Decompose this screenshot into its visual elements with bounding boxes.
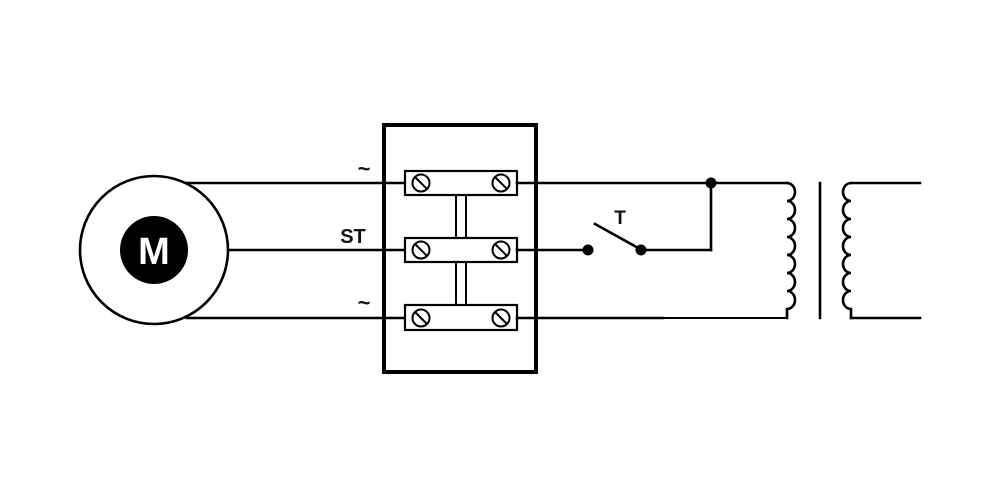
switch-label: T [614, 208, 626, 229]
terminal-bottom [403, 303, 519, 332]
terminal-label-bottom: ~ [358, 290, 371, 315]
terminal-top [403, 169, 519, 197]
transformer [785, 181, 922, 320]
terminal-bridge-lower [455, 261, 467, 306]
screw-icon [411, 173, 431, 193]
terminal-bridge-upper [455, 194, 467, 239]
terminal-middle [403, 236, 519, 264]
motor-core [120, 216, 188, 284]
motor-label: M [138, 231, 170, 273]
junction-dot [705, 177, 717, 189]
screw-icon [491, 308, 511, 328]
screw-icon [491, 173, 511, 193]
transformer-primary-coil [785, 181, 797, 320]
screw-icon [411, 308, 431, 328]
transformer-secondary-coil [841, 181, 853, 320]
terminal-label-middle: ST [340, 226, 366, 248]
screw-icon [411, 240, 431, 260]
terminal-label-top: ~ [358, 156, 371, 181]
switch: T [582, 208, 647, 256]
screw-icon [491, 240, 511, 260]
switch-lever [593, 222, 642, 251]
switch-contact-left [582, 244, 594, 256]
terminal-block-enclosure [382, 123, 538, 374]
motor: M [78, 174, 230, 326]
